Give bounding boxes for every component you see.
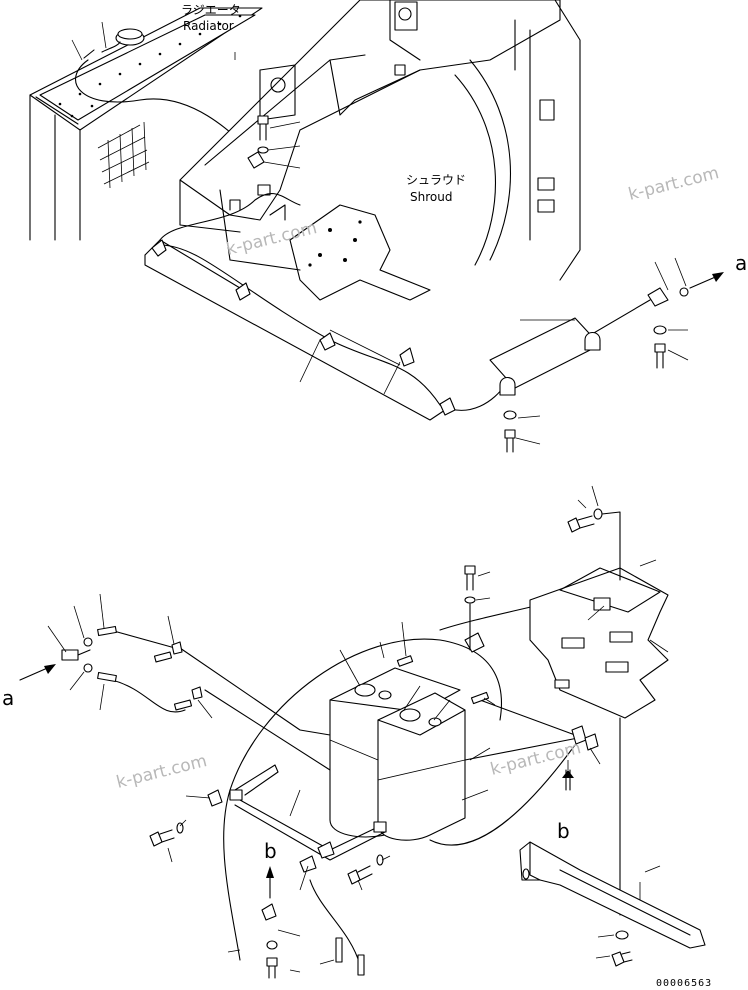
connector-a-left: a: [2, 686, 14, 710]
shroud-label-en: Shroud: [410, 190, 452, 204]
reservoir-tanks: [329, 667, 466, 841]
radiator-label-jp: ラジエータ: [181, 3, 241, 17]
watermark-3: k-part.com: [114, 751, 209, 793]
bottom-hoses: [19, 593, 599, 966]
radiator-drawing: [29, 7, 263, 241]
shroud-drawing: [179, 0, 581, 301]
watermark-2: k-part.com: [626, 163, 721, 205]
shroud-label-jp: シュラウド: [406, 173, 466, 187]
connector-b-left: b: [264, 839, 277, 863]
radiator-label-en: Radiator: [183, 19, 234, 33]
top-tube-assembly: [144, 193, 724, 453]
left-bracket: [149, 764, 391, 979]
right-support-bracket: [464, 485, 706, 967]
connector-a-right: a: [735, 251, 747, 275]
drawing-number: 00006563: [656, 978, 712, 989]
connector-b-right: b: [557, 819, 570, 843]
top-bracket-bolts: [71, 21, 301, 169]
